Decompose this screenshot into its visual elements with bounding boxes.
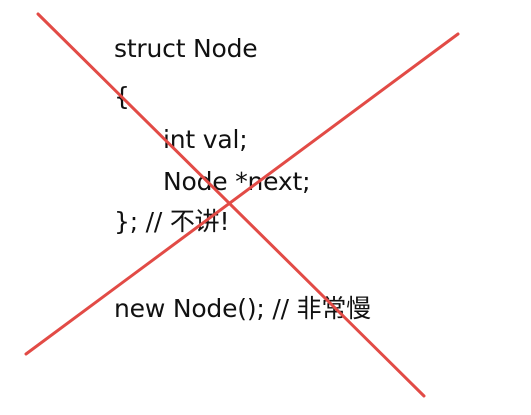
code-line-new-node-comment: new Node(); // 非常慢 bbox=[114, 294, 371, 323]
code-line-close-brace-comment: }; // 不讲! bbox=[114, 207, 230, 236]
code-line-open-brace: { bbox=[114, 82, 130, 111]
code-line-next-pointer: Node *next; bbox=[163, 167, 311, 196]
code-line-struct-declaration: struct Node bbox=[114, 34, 258, 63]
cross-stroke-down bbox=[36, 12, 426, 398]
code-line-int-val: int val; bbox=[163, 125, 248, 154]
